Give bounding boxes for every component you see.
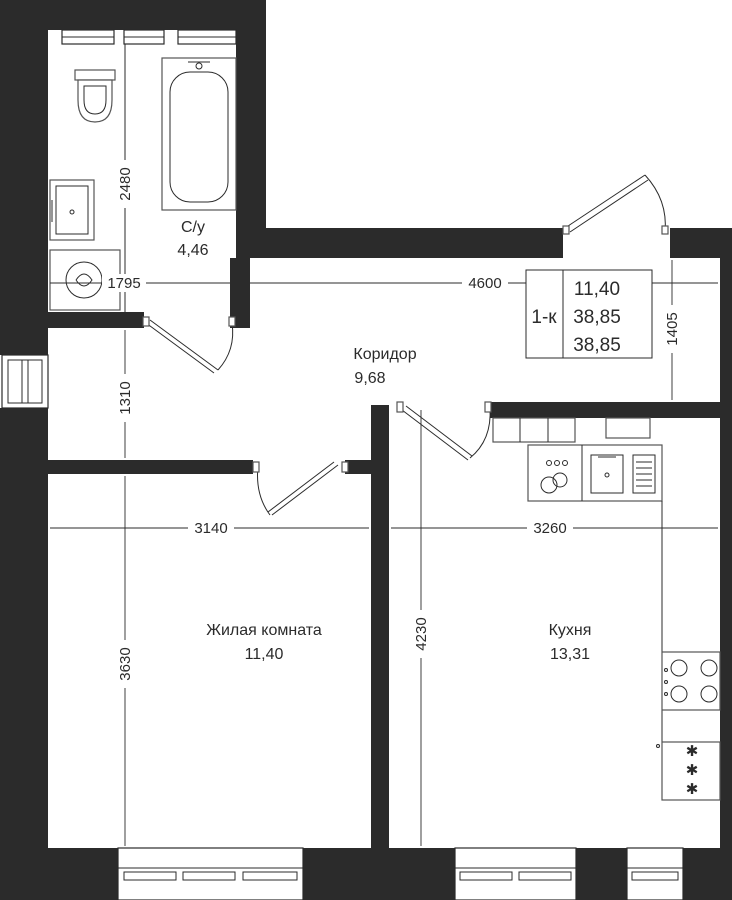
room-name-corridor: Коридор: [353, 346, 416, 363]
dishes-icon: [540, 460, 568, 494]
dim-right-depth: 1405: [664, 312, 681, 345]
door-living: [252, 461, 349, 516]
toilet-icon: [74, 69, 116, 123]
dim-corridor-width: 4600: [468, 275, 501, 292]
cooktop-icon: [661, 651, 721, 711]
window-left: [1, 354, 49, 409]
door-balcony: [562, 174, 669, 235]
window-bathroom-top: [61, 29, 237, 45]
dim-kitchen-width: 3260: [533, 520, 566, 537]
dim-living-depth: 3630: [117, 647, 134, 680]
dim-corridor-depth: 1310: [117, 381, 134, 414]
room-area-bathroom: 4,46: [177, 242, 208, 259]
kitchen-fixtures: ✱ ✱ ✱: [492, 417, 721, 801]
room-name-living: Жилая комната: [206, 622, 322, 639]
kitchen-upper-cabinet-2: [605, 417, 651, 439]
dim-kitchen-depth: 4230: [413, 617, 430, 650]
room-name-bathroom: С/у: [181, 219, 205, 236]
kitchen-counter: [527, 444, 663, 502]
room-area-living: 11,40: [245, 646, 284, 663]
bathroom-fixtures: [49, 44, 237, 312]
doors: [142, 174, 669, 516]
info-box: 1-к 11,40 38,85 38,85: [525, 269, 653, 359]
dim-bath-height: 2480: [117, 167, 134, 200]
dim-bath-width: 1795: [107, 275, 140, 292]
kitchen-sink-icon: [590, 454, 656, 494]
window-kitchen-bottom: [454, 847, 577, 900]
room-area-corridor: 9,68: [354, 370, 385, 387]
total-area-value-2: 38,85: [573, 335, 621, 356]
svg-text:✱: ✱: [686, 743, 699, 760]
kitchen-upper-cabinet: [492, 417, 576, 443]
dim-living-width: 3140: [194, 520, 227, 537]
stove-icon: ✱ ✱ ✱: [656, 741, 721, 801]
dimension-labels: 2480 1795 4600 1310 1405 3140 3260 3630 …: [102, 160, 684, 688]
svg-text:✱: ✱: [686, 762, 699, 779]
room-name-kitchen: Кухня: [549, 622, 592, 639]
bathtub-icon: [161, 57, 237, 211]
sink-icon: [49, 179, 95, 241]
door-bathroom: [142, 316, 236, 374]
apartment-type: 1-к: [531, 307, 557, 328]
total-area-value: 38,85: [573, 307, 621, 328]
window-living-bottom: [117, 847, 304, 900]
window-kitchen-bottom-right: [626, 847, 684, 900]
room-labels: С/у 4,46 Коридор 9,68 Жилая комната 11,4…: [177, 219, 591, 663]
windows: [1, 29, 684, 900]
svg-text:✱: ✱: [686, 781, 699, 798]
room-area-kitchen: 13,31: [550, 646, 590, 663]
living-area-value: 11,40: [574, 279, 620, 300]
door-kitchen: [396, 401, 492, 461]
